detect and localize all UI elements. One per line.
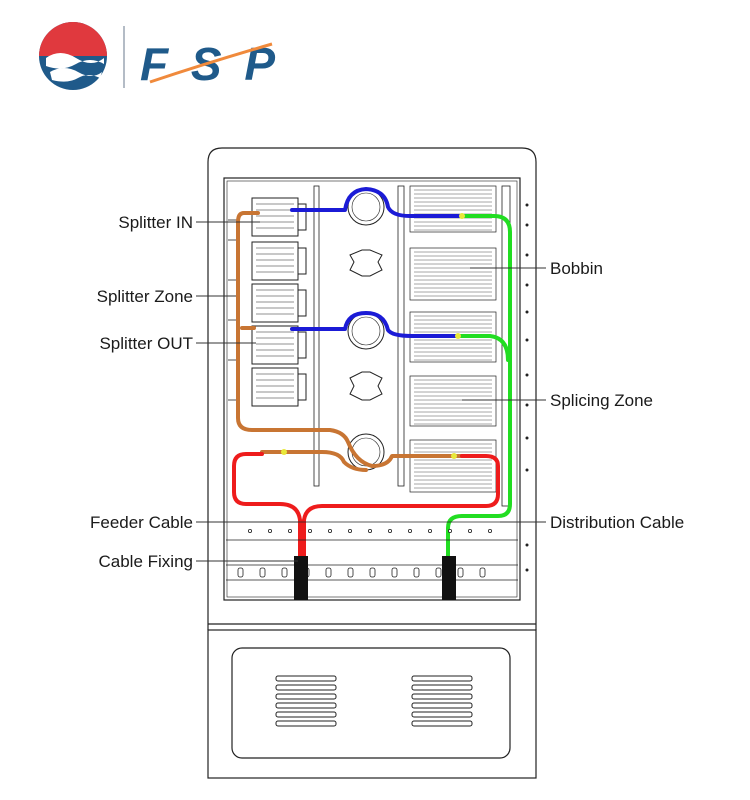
cabinet-plinth <box>207 629 537 779</box>
splice-tray-stack-4 <box>409 375 497 427</box>
vent-slot <box>411 702 473 709</box>
label-feeder-cable: Feeder Cable <box>90 513 193 532</box>
bracket-1 <box>349 249 383 277</box>
splice-tray-stack-1 <box>409 185 497 233</box>
splitter-module-1 <box>251 197 307 237</box>
logo-emblem-icon <box>39 22 107 90</box>
label-splitter-zone: Splitter Zone <box>97 287 193 306</box>
splice-tray-stack-2 <box>409 247 497 301</box>
vent-slot <box>275 702 337 709</box>
inner-frame <box>223 177 521 601</box>
callout-labels: Splitter IN Splitter Zone Splitter OUT F… <box>90 213 684 571</box>
splitter-module-5 <box>251 367 307 407</box>
fiber-feeder <box>232 452 302 558</box>
vent-slot <box>275 720 337 727</box>
label-cable-fixing: Cable Fixing <box>99 552 194 571</box>
splitter-module-2 <box>251 241 307 281</box>
vent-slot <box>275 711 337 718</box>
vent-slot <box>275 693 337 700</box>
label-splicing-zone: Splicing Zone <box>550 391 653 410</box>
label-bobbin: Bobbin <box>550 259 603 278</box>
cable-clamps <box>294 556 456 600</box>
fiber-routes <box>232 187 512 558</box>
fiber-splitter-out <box>236 211 486 468</box>
bobbins <box>347 188 385 471</box>
vent-slot <box>275 684 337 691</box>
fiber-distribution <box>446 214 512 558</box>
label-splitter-out: Splitter OUT <box>99 334 193 353</box>
label-distribution-cable: Distribution Cable <box>550 513 684 532</box>
splitter-module-4 <box>251 325 307 365</box>
vent-slot <box>411 684 473 691</box>
logo-swoosh <box>149 42 273 84</box>
vent-slot <box>411 693 473 700</box>
splitter-module-3 <box>251 283 307 323</box>
cabinet-outline <box>207 147 537 630</box>
vent-slots <box>275 675 473 727</box>
vent-slot <box>411 720 473 727</box>
callout-leaders <box>196 221 546 562</box>
splitter-zone-modules <box>251 197 307 407</box>
brand-logo: FSP <box>39 22 275 90</box>
vent-slot <box>411 711 473 718</box>
label-splitter-in: Splitter IN <box>118 213 193 232</box>
vent-slot <box>411 675 473 682</box>
fiber-splitter-in-top <box>290 187 464 218</box>
splice-tray-stack-5 <box>409 439 497 493</box>
vent-slot <box>275 675 337 682</box>
splicing-zone-trays <box>409 185 497 493</box>
fiber-splitter-in-mid <box>290 311 460 338</box>
bracket-2 <box>349 371 383 401</box>
cable-fixing-plate <box>226 521 518 581</box>
